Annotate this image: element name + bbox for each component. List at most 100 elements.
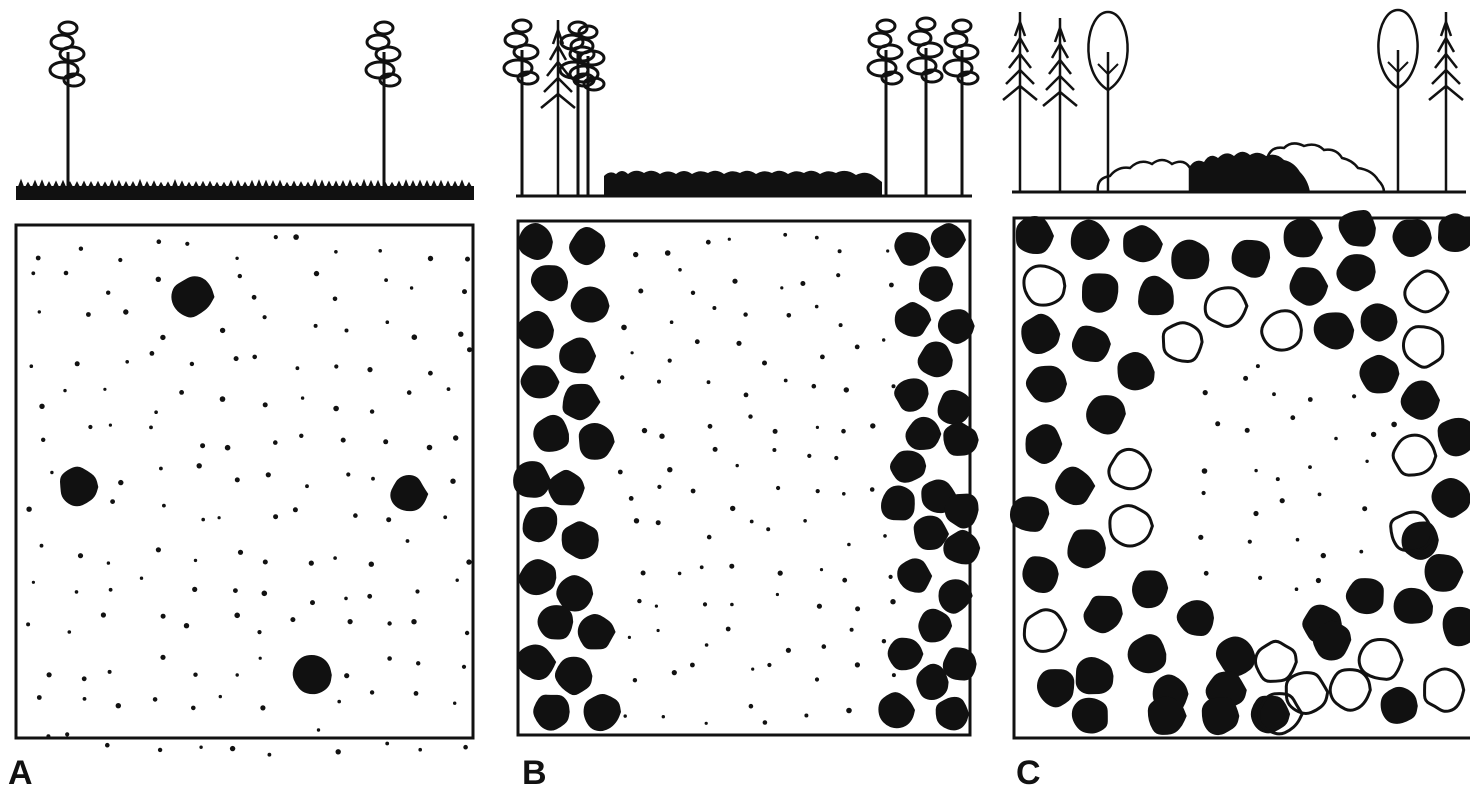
tree-crown	[1177, 600, 1214, 636]
deciduous-crown	[1255, 641, 1296, 681]
ground-dot	[642, 428, 647, 433]
ground-dot	[230, 746, 235, 751]
ground-dot	[743, 312, 747, 316]
ground-dot	[443, 515, 447, 519]
ground-dot	[1258, 576, 1262, 580]
pine-tree-icon	[366, 22, 400, 188]
ground-dot	[1316, 578, 1321, 583]
ground-dot	[257, 630, 261, 634]
ground-dot	[736, 341, 741, 346]
ground-dot	[162, 504, 166, 508]
ground-dot	[296, 366, 300, 370]
ground-dot	[336, 749, 341, 754]
ground-dot	[815, 305, 819, 309]
ground-dot	[333, 297, 338, 302]
ground-dot	[158, 748, 162, 752]
tree-crown	[1359, 355, 1399, 393]
ground-dot	[1254, 469, 1257, 472]
ground-dot	[1318, 493, 1322, 497]
tree-crown	[1171, 240, 1209, 280]
ground-dot	[274, 235, 278, 239]
tree-crown	[533, 415, 569, 452]
ground-dot	[63, 389, 66, 392]
ground-dot	[40, 544, 44, 548]
ground-dot	[179, 390, 184, 395]
tree-crown	[1071, 220, 1110, 260]
ground-dot	[707, 380, 711, 384]
tree-crown	[513, 461, 551, 498]
ground-dot	[834, 456, 838, 460]
ground-dot	[125, 360, 129, 364]
tree-crown	[1132, 570, 1168, 608]
tree-crown	[1438, 213, 1470, 252]
ground-dot	[407, 390, 412, 395]
ground-dot	[428, 371, 433, 376]
ground-dot	[159, 467, 163, 471]
tree-crown	[1086, 395, 1126, 434]
ground-dot	[633, 252, 638, 257]
ground-dot	[817, 604, 822, 609]
ground-dot	[387, 621, 391, 625]
ground-dot	[1204, 571, 1209, 576]
ground-dot	[729, 564, 734, 569]
ground-dot	[847, 543, 851, 547]
ground-dot	[656, 520, 661, 525]
ground-dot	[86, 312, 91, 317]
tree-crown	[1336, 254, 1375, 291]
tree-crown	[918, 341, 953, 377]
panel-b-profile	[504, 18, 978, 196]
ground-dot	[662, 715, 665, 718]
ground-dot	[767, 663, 771, 667]
dense-shrub-thicket	[1190, 152, 1310, 192]
ground-dot	[235, 257, 238, 260]
ground-dot	[882, 639, 886, 643]
ground-dot	[1280, 498, 1285, 503]
ground-dot	[766, 527, 770, 531]
tree-crown	[1361, 303, 1398, 341]
tree-crown	[171, 276, 214, 317]
ground-dot	[1296, 538, 1300, 542]
ground-dot	[889, 575, 893, 579]
ground-dot	[387, 656, 392, 661]
panel-a-profile	[16, 22, 474, 200]
ground-dot	[708, 424, 713, 429]
tree-crown	[943, 422, 978, 456]
ground-dot	[892, 384, 896, 388]
tree-crown	[1438, 418, 1470, 457]
ground-dot	[691, 291, 695, 295]
ground-dot	[31, 271, 35, 275]
ground-dot	[30, 364, 34, 368]
ground-dot	[156, 547, 161, 552]
ground-dot	[26, 507, 31, 512]
ground-dot	[467, 347, 472, 352]
panel-a-plan	[26, 234, 472, 756]
ground-dot	[820, 568, 823, 571]
tree-crown	[881, 486, 915, 521]
ground-dot	[712, 306, 716, 310]
ground-dot	[463, 745, 468, 750]
ground-dot	[736, 464, 739, 467]
ground-dot	[309, 561, 314, 566]
ground-dot	[252, 295, 257, 300]
deciduous-crown	[1393, 435, 1436, 475]
ground-dot	[149, 426, 153, 430]
ground-dot	[889, 283, 894, 288]
tree-crown	[914, 516, 949, 550]
ground-dot	[841, 429, 846, 434]
tree-crown	[1402, 521, 1439, 559]
deciduous-crown	[1205, 288, 1247, 327]
ground-dot	[855, 606, 860, 611]
tree-crown	[894, 232, 930, 266]
ground-dot	[1371, 432, 1376, 437]
ground-line	[16, 186, 474, 200]
pine-tree-icon	[50, 22, 84, 188]
ground-dot	[655, 605, 658, 608]
ground-dot	[822, 644, 827, 649]
ground-dot	[108, 670, 112, 674]
tree-crown	[1037, 669, 1074, 707]
ground-dot	[262, 591, 268, 597]
ground-dot	[641, 571, 646, 576]
tree-crown	[1128, 634, 1167, 673]
ground-dot	[236, 673, 239, 676]
ground-dot	[38, 310, 41, 313]
